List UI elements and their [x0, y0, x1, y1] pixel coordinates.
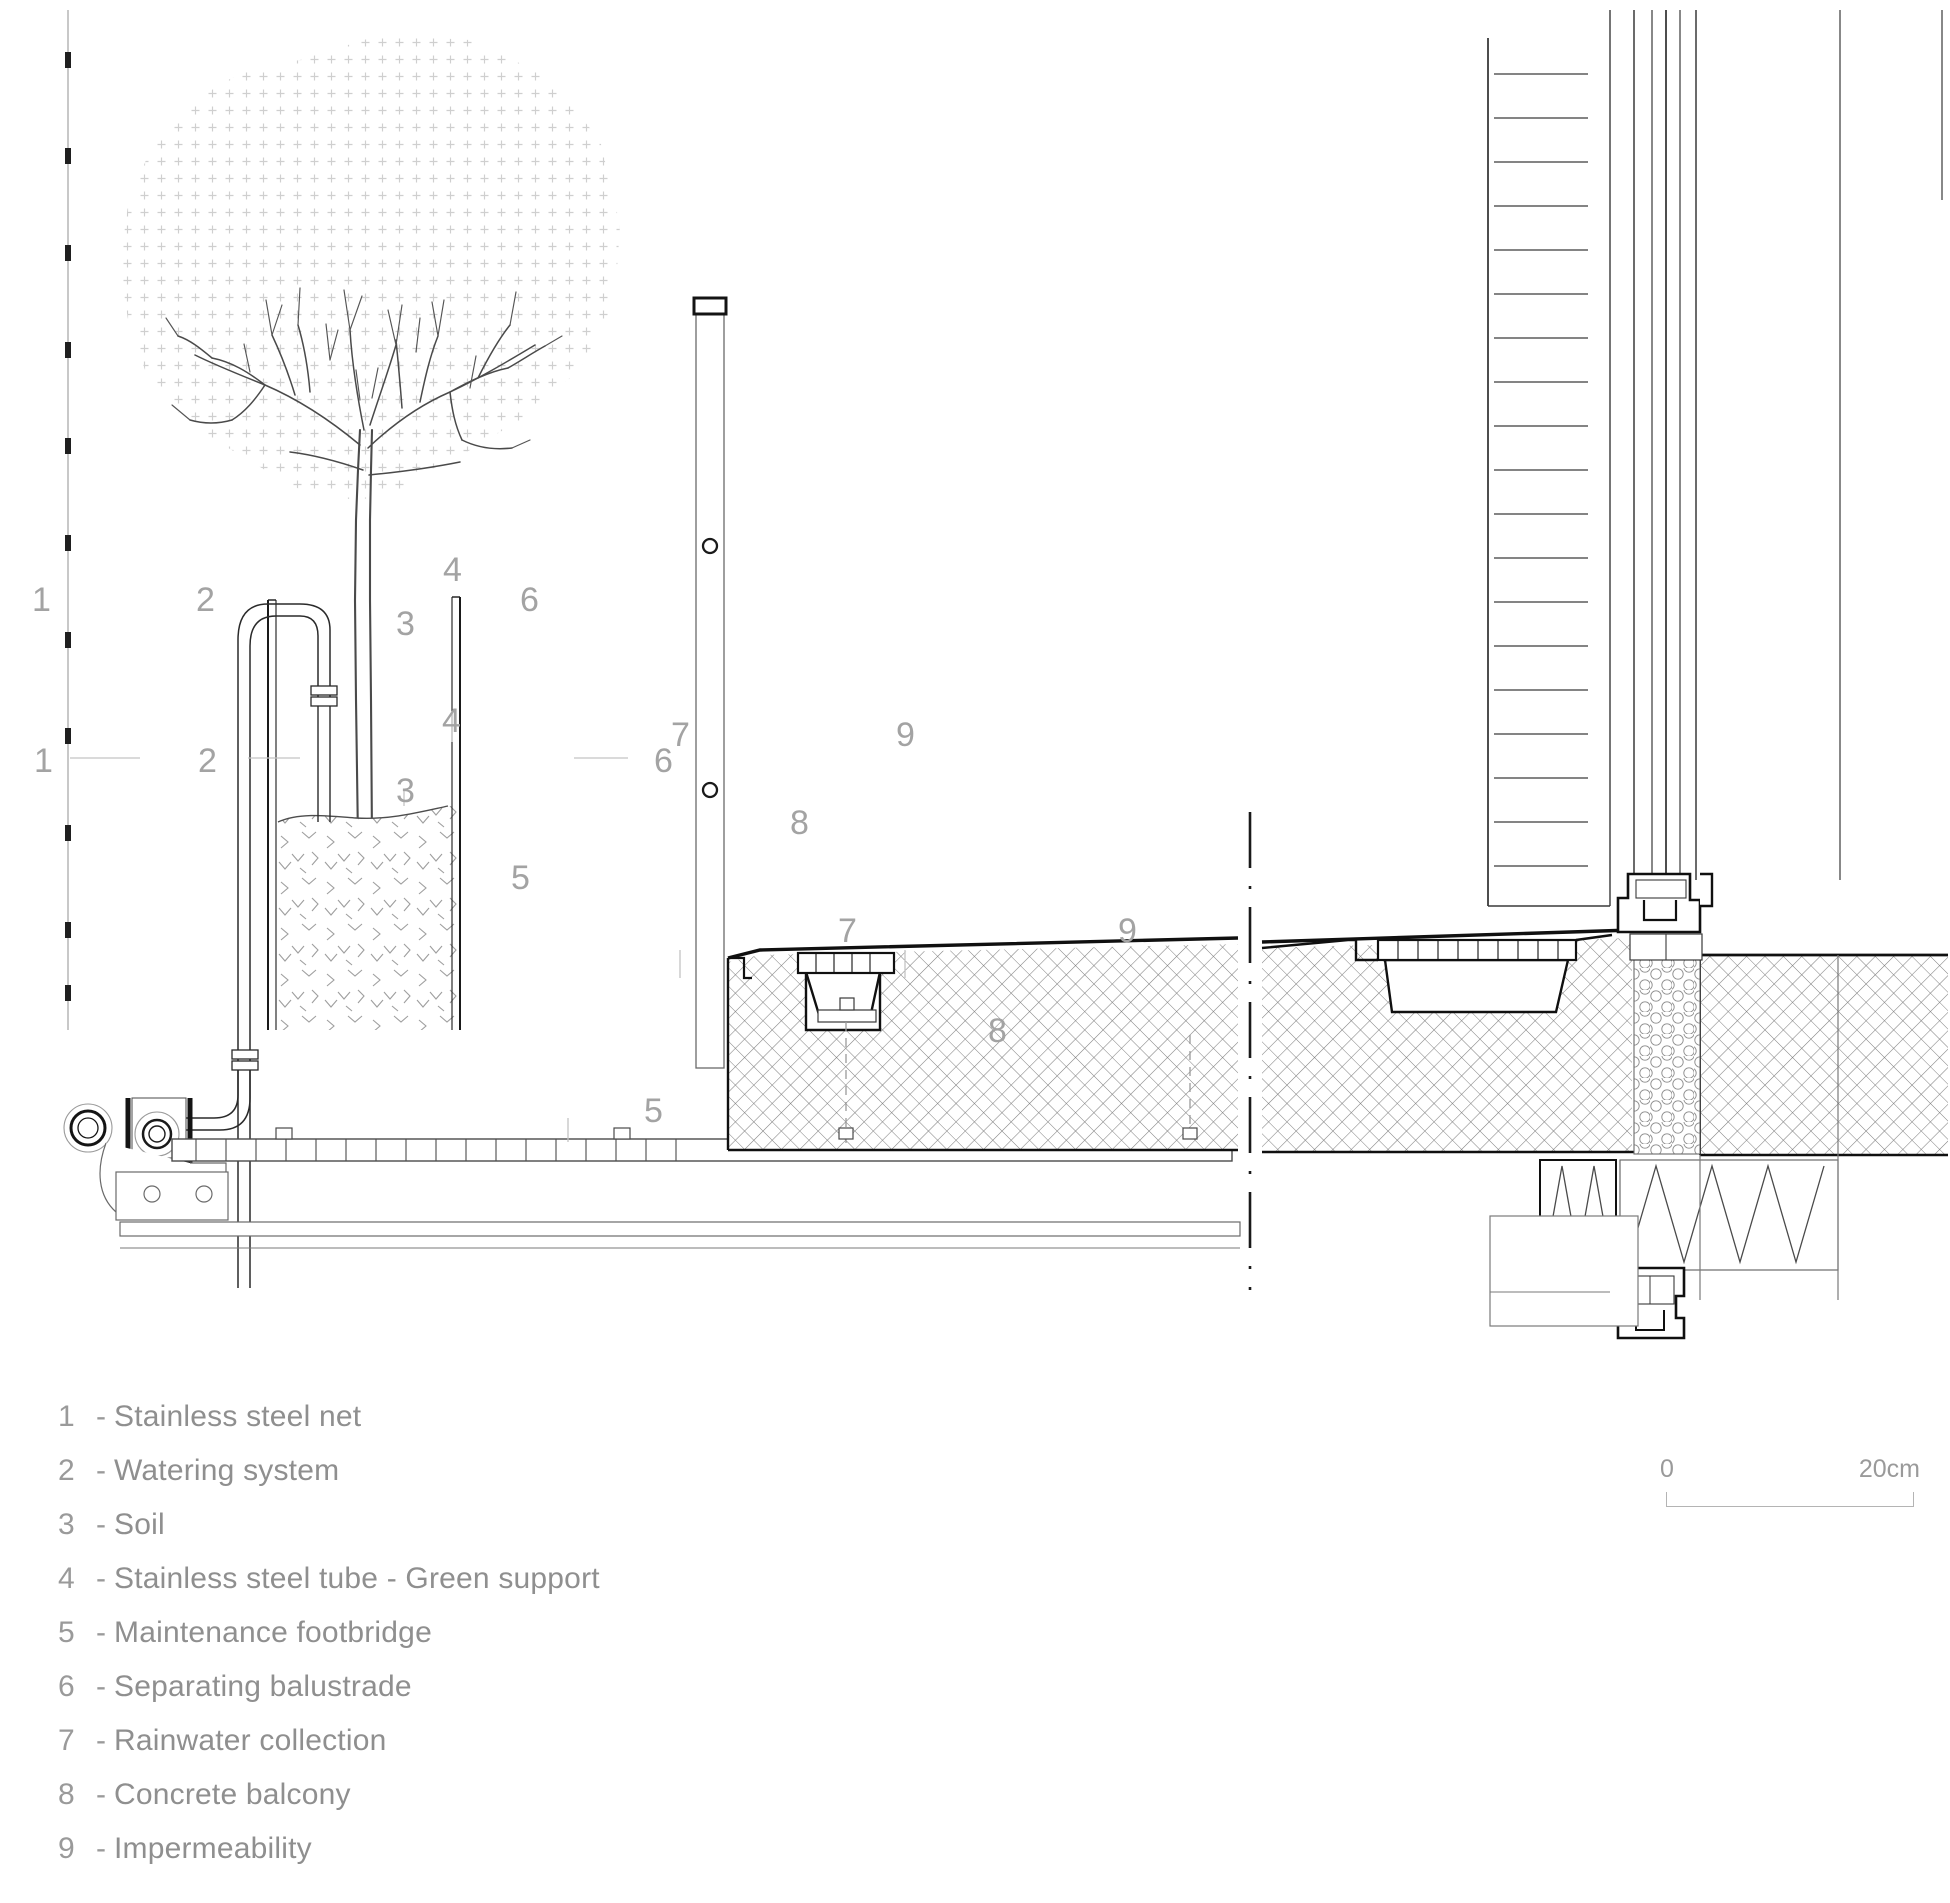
legend-item-6: 6 - Separating balustrade	[58, 1670, 958, 1704]
legend-dash: -	[96, 1778, 106, 1811]
watering-valve-and-bracket	[63, 1097, 1241, 1249]
legend-label: Soil	[114, 1508, 165, 1541]
callout-number-2: 2	[198, 742, 217, 780]
legend-dash: -	[96, 1454, 106, 1487]
legend-number: 1	[58, 1400, 76, 1433]
callout-number-3: 3	[396, 772, 415, 810]
window-head-profile-lower	[1489, 1215, 1686, 1340]
facade-outer-edges	[1699, 955, 1839, 1300]
legend-dash: -	[96, 1400, 106, 1433]
legend-item-9: 9 - Impermeability	[58, 1832, 958, 1866]
legend-item-1: 1 - Stainless steel net	[58, 1400, 958, 1434]
callout-numbers: 1 2 3 4 5 6 7 8 9	[34, 702, 1137, 1130]
stainless-steel-net	[65, 10, 71, 1030]
scale-min-label: 0	[1660, 1455, 1674, 1483]
callout-number-8: 8	[988, 1012, 1007, 1050]
legend-label: Impermeability	[114, 1832, 312, 1865]
callout-number-9: 9	[1118, 912, 1137, 950]
legend-number: 2	[58, 1454, 76, 1487]
watering-system	[147, 603, 338, 1288]
soil-fill	[277, 805, 458, 1030]
legend-number: 4	[58, 1562, 76, 1595]
legend-label: Stainless steel tube - Green support	[114, 1562, 600, 1595]
legend-item-2: 2 - Watering system	[58, 1454, 958, 1488]
callout-number-4: 4	[442, 702, 461, 740]
legend-item-4: 4 - Stainless steel tube - Green support	[58, 1562, 958, 1596]
scale-bar-rule	[1666, 1506, 1914, 1507]
impermeability-membrane	[727, 936, 1239, 960]
legend-label: Stainless steel net	[114, 1400, 362, 1433]
legend-label: Maintenance footbridge	[114, 1616, 432, 1649]
facade-glazing-mullions	[1633, 10, 1943, 880]
legend-dash: -	[96, 1562, 106, 1595]
slatted-shutter-panel	[1487, 10, 1611, 907]
scale-max-label: 20cm	[1858, 1455, 1920, 1483]
legend-dash: -	[96, 1832, 106, 1865]
hidden-dashed-reinforcement	[1182, 1035, 1198, 1140]
scale-tick-start	[1666, 1492, 1667, 1507]
rainwater-collection-channel-right	[1261, 933, 1613, 1014]
callout-leaders	[70, 712, 906, 1142]
scale-bar: 0 20cm	[1660, 1455, 1920, 1508]
legend-number: 3	[58, 1508, 76, 1541]
legend-list: 1 - Stainless steel net 2 - Watering sys…	[58, 1400, 958, 1886]
interior-concrete-slab	[1699, 953, 1948, 1157]
legend-dash: -	[96, 1724, 106, 1757]
callout-number-7: 7	[838, 912, 857, 950]
scale-bar-graphic	[1660, 1492, 1920, 1508]
legend-dash: -	[96, 1670, 106, 1703]
legend-number: 8	[58, 1778, 76, 1811]
scale-tick-end	[1913, 1492, 1914, 1507]
legend-item-8: 8 - Concrete balcony	[58, 1778, 958, 1812]
legend-label: Rainwater collection	[114, 1724, 387, 1757]
legend-number: 7	[58, 1724, 76, 1757]
legend-item-7: 7 - Rainwater collection	[58, 1724, 958, 1758]
tree-branches	[165, 287, 563, 842]
legend-item-3: 3 - Soil	[58, 1508, 958, 1542]
planter-steel-walls	[267, 596, 461, 1030]
legend-dash: -	[96, 1616, 106, 1649]
legend-number: 5	[58, 1616, 76, 1649]
legend-label: Separating balustrade	[114, 1670, 412, 1703]
legend-item-5: 5 - Maintenance footbridge	[58, 1616, 958, 1650]
tree-canopy	[120, 35, 620, 500]
legend-dash: -	[96, 1508, 106, 1541]
callout-number-6: 6	[654, 742, 673, 780]
window-sill-profile-upper	[1616, 872, 1714, 961]
legend-label: Watering system	[114, 1454, 340, 1487]
legend-label: Concrete balcony	[114, 1778, 351, 1811]
separating-balustrade	[692, 296, 728, 1069]
thermal-break-insulation	[1633, 957, 1701, 1155]
callout-number-5: 5	[644, 1092, 663, 1130]
callout-number-1: 1	[34, 742, 53, 780]
legend-number: 9	[58, 1832, 76, 1865]
legend-number: 6	[58, 1670, 76, 1703]
rainwater-collection-channel-left	[796, 951, 896, 1145]
